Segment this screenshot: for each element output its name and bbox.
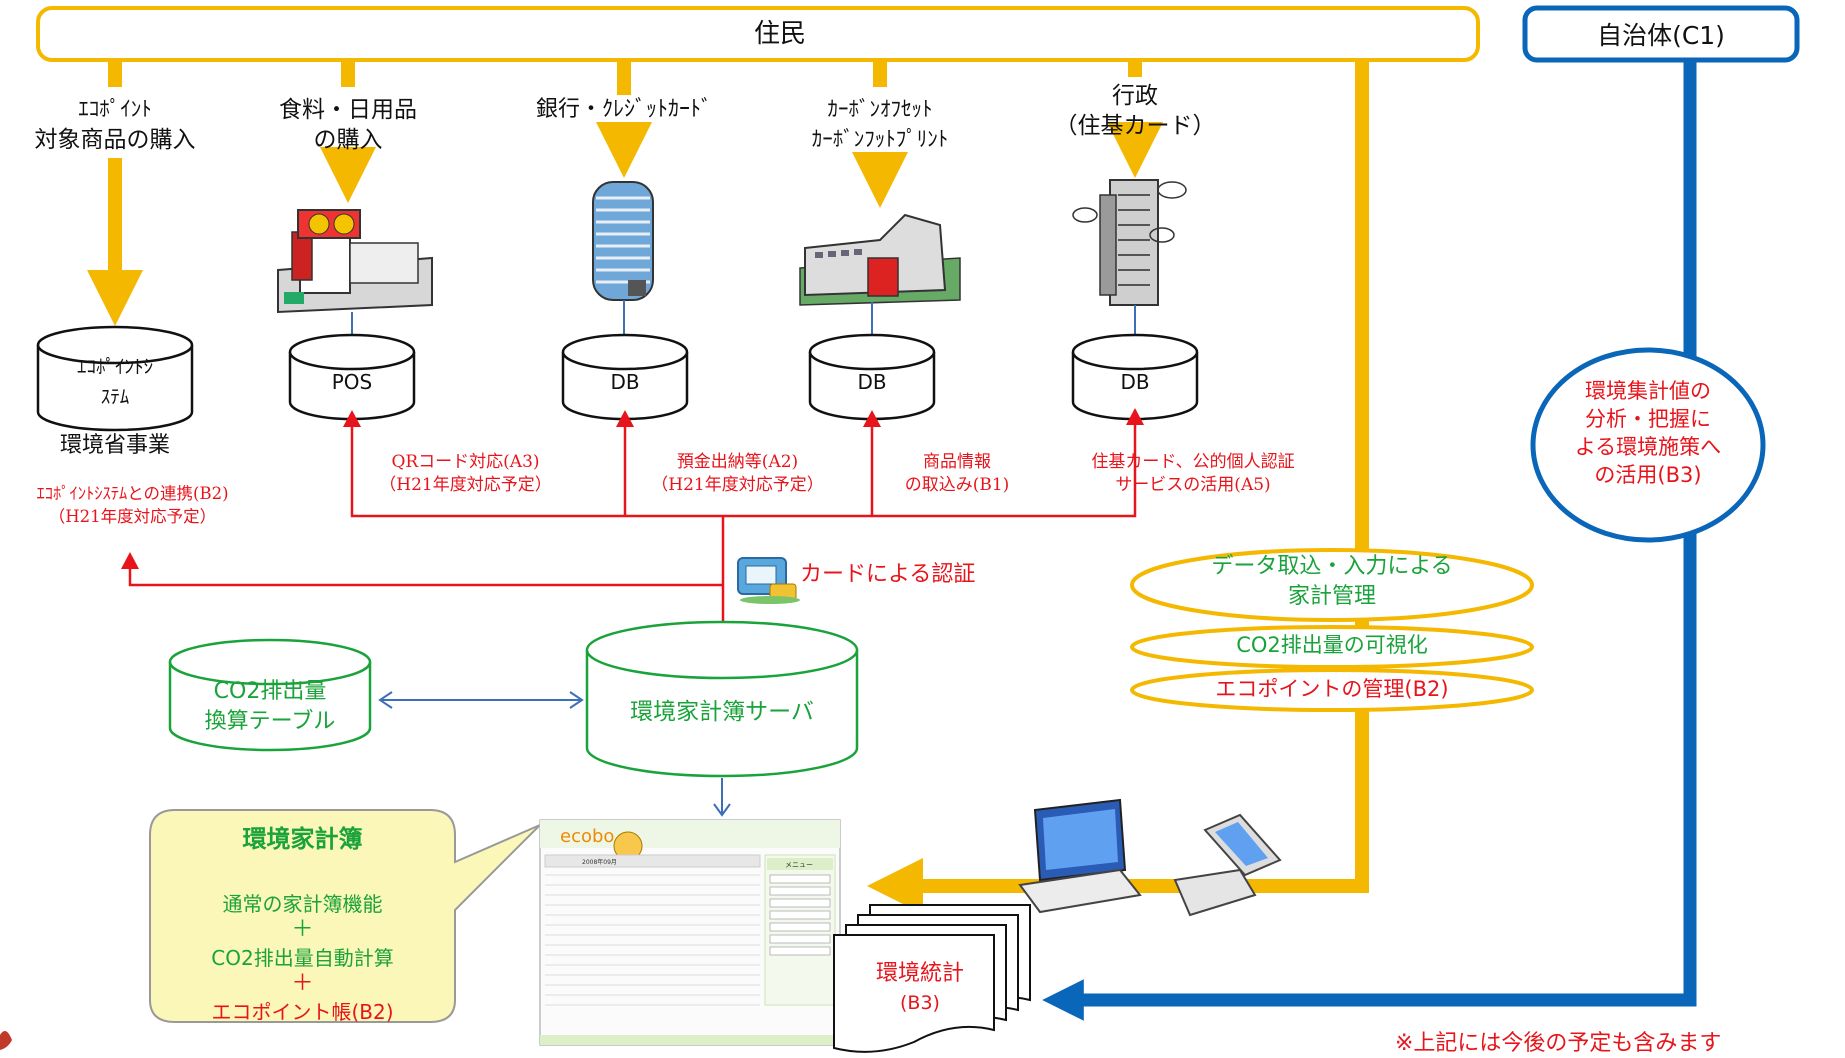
callout-line1: 通常の家計簿機能 <box>222 892 383 916</box>
db-ecopoint-label-line1: ｴｺﾎﾟｲﾝﾄｼ <box>76 356 153 378</box>
red-arrowhead-bank <box>616 410 634 427</box>
link-deposit-line1: 預金出納等(A2) <box>676 452 799 472</box>
red-arrowhead-pos <box>343 410 361 427</box>
link-qr-line1: QRコード対応(A3) <box>391 452 540 472</box>
red-link-ecopoint <box>128 560 723 587</box>
stats-line2: (B3) <box>900 992 940 1014</box>
footnote: ※上記には今後の予定も含みます <box>1395 1031 1722 1056</box>
analysis-line4: の活用(B3) <box>1594 463 1702 487</box>
red-arrowhead-carbon <box>863 410 881 427</box>
household-line2: 家計管理 <box>1287 584 1376 609</box>
analysis-ellipse <box>1530 347 1766 543</box>
callout-plus-1: ＋ <box>291 917 314 942</box>
link-juki-line1: 住基カード、公的個人認証 <box>1091 452 1295 472</box>
source-carbon-line1: ｶｰﾎﾞﾝｵﾌｾｯﾄ <box>827 97 933 121</box>
app-menu-label: メニュー <box>785 861 813 869</box>
household-ellipse <box>1130 548 1534 622</box>
co2-visual-ellipse <box>1130 625 1534 669</box>
callout-plus-2: ＋ <box>291 971 314 996</box>
server-db <box>585 620 859 778</box>
db-pos-label: POS <box>331 370 373 394</box>
residents-label: 住民 <box>753 19 806 49</box>
co2-table-line1: CO2排出量 <box>213 679 327 704</box>
household-line1: データ取込・入力による <box>1211 554 1453 579</box>
source-food-line2: の購入 <box>313 127 383 153</box>
link-qr-line2: （H21年度対応予定） <box>379 475 552 495</box>
card-auth-label: カードによる認証 <box>800 562 976 587</box>
analysis-line2: 分析・把握に <box>1585 407 1711 431</box>
municipality-label: 自治体(C1) <box>1597 21 1725 50</box>
link-ecopoint-line2: （H21年度対応予定） <box>48 507 217 526</box>
co2-table-line2: 換算テーブル <box>204 709 336 734</box>
stats-document-icon <box>833 904 1031 1053</box>
corner-logo-mark <box>0 1031 12 1050</box>
server-to-app-arrowhead <box>713 803 731 817</box>
link-juki-line2: サービスの活用(A5) <box>1115 475 1271 495</box>
bank-tower-icon <box>592 181 654 301</box>
db-bank <box>561 333 689 421</box>
factory-icon <box>799 213 961 306</box>
source-ecopoint-line1: ｴｺﾎﾟｲﾝﾄ <box>78 97 152 121</box>
red-arrowhead-admin <box>1126 408 1144 425</box>
ecopoint-mgmt-ellipse <box>1130 668 1534 712</box>
db-carbon-label: DB <box>857 370 887 394</box>
link-product-line1: 商品情報 <box>923 452 991 472</box>
red-link-qr <box>350 410 1137 518</box>
callout-bubble <box>149 809 541 1023</box>
analysis-line3: よる環境施策へ <box>1574 435 1722 459</box>
residents-bar <box>36 6 1480 62</box>
env-ministry-label: 環境省事業 <box>59 433 170 458</box>
supermarket-icon <box>277 209 433 314</box>
link-product-line2: の取込み(B1) <box>904 475 1010 495</box>
db-carbon <box>808 333 936 421</box>
table-arrowhead-left <box>378 691 393 709</box>
svg-text:ecobo: ecobo <box>560 826 614 847</box>
server-label: 環境家計簿サーバ <box>630 699 814 725</box>
db-ecopoint <box>36 325 194 432</box>
red-arrowhead-ecopoint <box>121 552 139 569</box>
source-admin-line2: （住基カード） <box>1054 113 1216 139</box>
analysis-line1: 環境集計値の <box>1585 379 1711 403</box>
municipality-box <box>1522 5 1800 63</box>
co2-visual-label: CO2排出量の可視化 <box>1236 633 1428 657</box>
household-app-screenshot: ecobo <box>539 819 841 1046</box>
db-bank-label: DB <box>610 370 640 394</box>
db-pos <box>288 333 416 421</box>
db-ecopoint-label-line2: ｽﾃﾑ <box>100 386 130 408</box>
link-deposit-line2: （H21年度対応予定） <box>651 475 824 495</box>
stats-line1: 環境統計 <box>875 961 964 986</box>
ecopoint-mgmt-label: エコポイントの管理(B2) <box>1215 677 1449 701</box>
co2-table-db <box>168 638 372 752</box>
callout-title: 環境家計簿 <box>242 825 363 853</box>
db-admin-label: DB <box>1120 370 1150 394</box>
source-admin-line1: 行政 <box>1112 83 1158 109</box>
government-building-icon <box>1072 179 1187 306</box>
mobile-phone-icon <box>1173 813 1282 917</box>
link-ecopoint-line1: ｴｺﾎﾟｲﾝﾄｼｽﾃﾑとの連携(B2) <box>36 484 229 503</box>
table-arrowhead-right <box>569 691 584 709</box>
card-icon <box>737 557 800 604</box>
source-food-line1: 食料・日用品 <box>279 97 417 123</box>
db-admin <box>1071 333 1199 421</box>
source-bank: 銀行・ｸﾚｼﾞｯﾄｶｰﾄﾞ <box>535 97 712 122</box>
laptop-icon <box>1018 798 1142 914</box>
source-carbon-line2: ｶｰﾎﾞﾝﾌｯﾄﾌﾟﾘﾝﾄ <box>811 127 949 151</box>
source-ecopoint-line2: 対象商品の購入 <box>34 127 196 153</box>
callout-line2: CO2排出量自動計算 <box>211 946 394 970</box>
app-month-label: 2008年09月 <box>582 858 617 866</box>
callout-line3: エコポイント帳(B2) <box>211 1000 394 1024</box>
